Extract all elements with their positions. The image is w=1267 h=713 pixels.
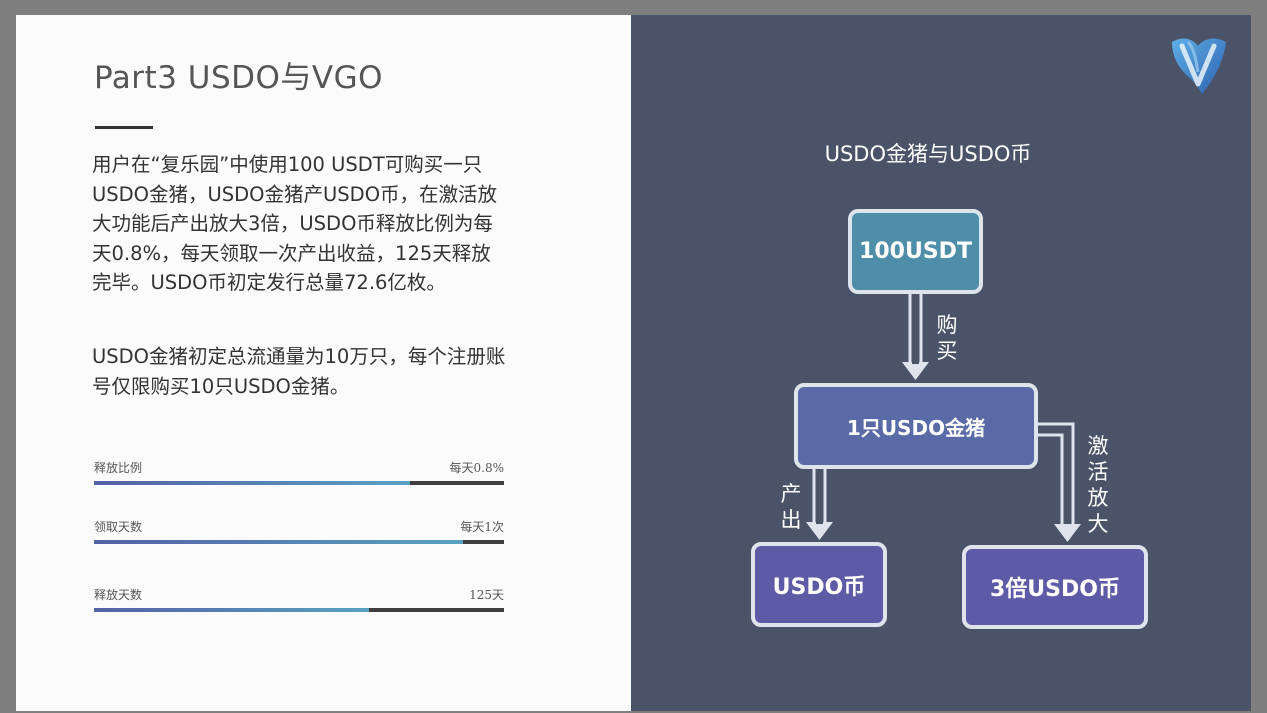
page-title: Part3 USDO与VGO (94, 60, 384, 96)
slide (16, 15, 1251, 711)
buy-arrowhead (902, 362, 929, 380)
stat-value: 125天 (469, 588, 504, 602)
node-label: 3倍USDO币 (990, 577, 1120, 602)
progress-track (94, 608, 504, 612)
node-usdo-coin: USDO币 (751, 542, 887, 627)
title-underline (95, 126, 153, 129)
v-shield-logo-icon (1172, 38, 1226, 94)
node-100usdt: 100USDT (848, 209, 983, 294)
stat-label: 释放天数 (94, 588, 143, 602)
limit-paragraph: USDO金猪初定总流通量为10万只，每个注册账号仅限购买10只USDO金猪。 (92, 345, 506, 398)
edge-label-buy: 购 买 (936, 313, 958, 363)
stat-value: 每天1次 (460, 520, 504, 534)
description-paragraph: 用户在“复乐园”中使用100 USDT可购买一只USDO金猪，USDO金猪产US… (92, 153, 498, 294)
progress-fill (94, 608, 369, 612)
progress-track (94, 481, 504, 485)
stat-label: 释放比例 (94, 461, 143, 475)
node-label: 1只USDO金猪 (846, 415, 986, 440)
node-gold-pig: 1只USDO金猪 (794, 383, 1038, 469)
diagram-title: USDO金猪与USDO币 (824, 142, 1032, 166)
node-3x-usdo-coin: 3倍USDO币 (962, 545, 1148, 629)
node-label: USDO币 (772, 574, 866, 600)
stat-label: 领取天数 (94, 520, 143, 534)
edge-label-produce: 产 出 (780, 482, 802, 532)
stat-value: 每天0.8% (449, 461, 505, 475)
produce-arrowhead (806, 522, 833, 540)
node-label: 100USDT (859, 239, 972, 264)
left-panel (16, 15, 631, 711)
progress-fill (94, 481, 410, 485)
activate-arrowhead (1054, 524, 1081, 542)
progress-track (94, 540, 504, 544)
progress-fill (94, 540, 463, 544)
edge-label-activate: 激 活 放 大 (1087, 434, 1109, 536)
